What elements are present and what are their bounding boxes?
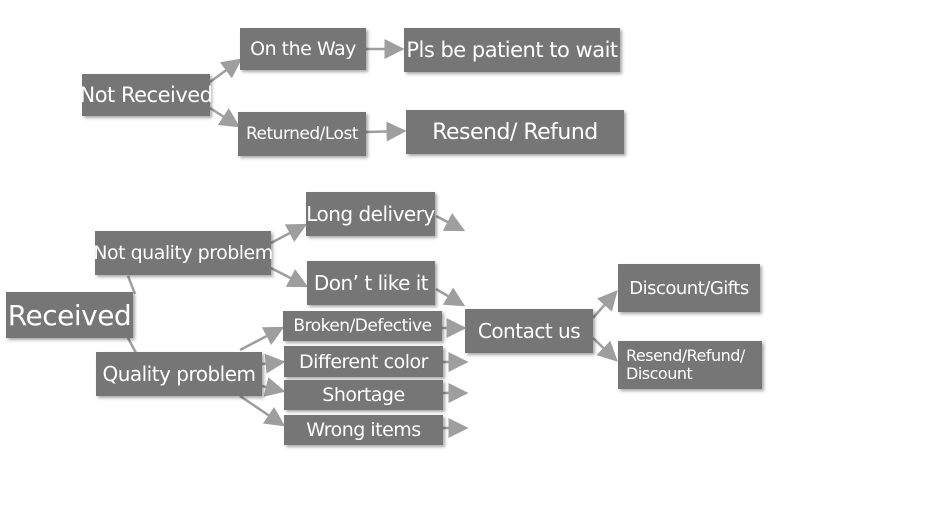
arrow <box>270 266 309 288</box>
node-discount-gifts: Discount/Gifts <box>618 264 760 312</box>
node-contact-us: Contact us <box>465 309 593 353</box>
node-not-received: Not Received <box>80 74 213 116</box>
arrow <box>239 394 286 427</box>
arrow <box>365 121 407 142</box>
node-long-delivery: Long delivery <box>306 192 435 236</box>
node-returned-lost: Returned/Lost <box>238 112 366 156</box>
arrow <box>435 213 466 232</box>
arrow <box>435 287 466 307</box>
arrow <box>592 337 618 362</box>
arrow <box>209 58 243 84</box>
arrow <box>261 377 286 397</box>
connector <box>126 275 137 295</box>
node-pls-be-patient: Pls be patient to wait <box>404 28 620 72</box>
arrow <box>261 353 286 374</box>
node-broken-defective: Broken/Defective <box>283 311 442 341</box>
arrow <box>592 290 618 319</box>
node-resend-refund-discount: Resend/Refund/ Discount <box>618 341 762 389</box>
node-dont-like-it: Don’ t like it <box>307 261 435 305</box>
arrow <box>239 326 285 352</box>
node-on-the-way: On the Way <box>240 28 366 70</box>
node-wrong-items: Wrong items <box>284 415 443 445</box>
node-received: Received <box>6 292 133 338</box>
node-shortage: Shortage <box>284 380 443 410</box>
arrow <box>209 106 241 128</box>
node-not-quality-problem: Not quality problem <box>93 231 273 275</box>
node-resend-refund: Resend/ Refund <box>406 110 624 154</box>
arrow <box>270 223 308 245</box>
node-different-color: Different color <box>284 346 443 377</box>
connector <box>126 337 138 354</box>
node-quality-problem: Quality problem <box>96 352 262 396</box>
